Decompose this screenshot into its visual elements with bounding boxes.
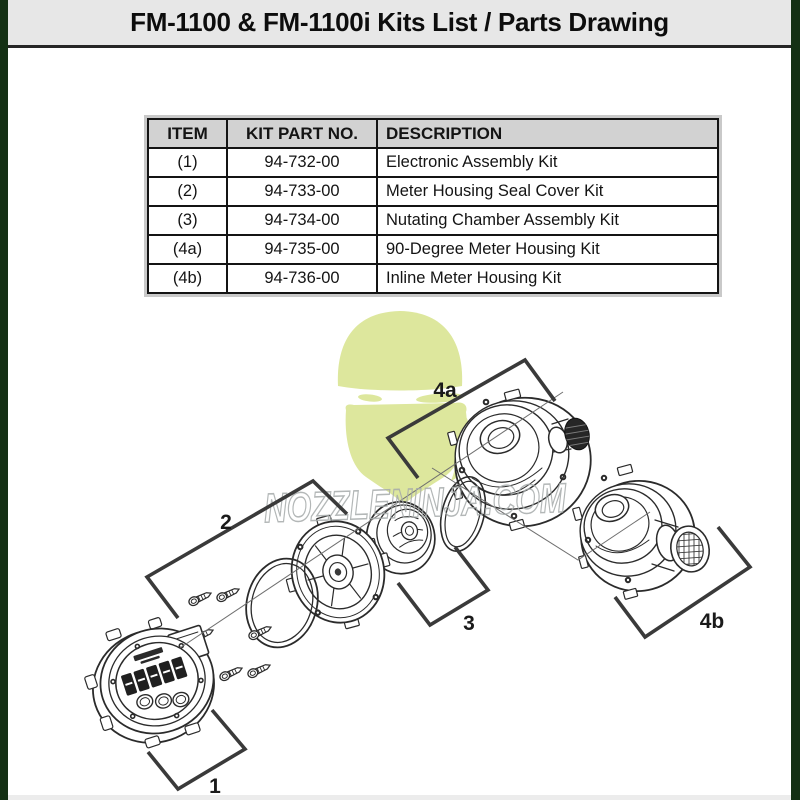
page-border-left <box>0 0 8 800</box>
cell-part-no: 94-734-00 <box>226 205 378 236</box>
callouts: 1 2 3 4a 4b <box>144 357 753 798</box>
col-header-description: DESCRIPTION <box>376 118 719 149</box>
watermark-ninja-mask <box>337 311 472 505</box>
bracket-2 <box>144 478 349 620</box>
cell-part-no: 94-736-00 <box>226 263 378 294</box>
page-border-bottom <box>8 795 791 800</box>
table-row: (4a) 94-735-00 90-Degree Meter Housing K… <box>147 234 719 265</box>
page-title: FM-1100 & FM-1100i Kits List / Parts Dra… <box>130 7 669 37</box>
threaded-port-4a <box>564 417 591 451</box>
table-header-row: ITEM KIT PART NO. DESCRIPTION <box>147 118 719 149</box>
col-header-item: ITEM <box>147 118 228 149</box>
table-row: (4b) 94-736-00 Inline Meter Housing Kit <box>147 263 719 294</box>
ninja-mask-lower <box>345 402 467 505</box>
cell-item: (2) <box>147 176 228 207</box>
callout-label-1: 1 <box>209 775 221 798</box>
col-header-kit-part-no: KIT PART NO. <box>226 118 378 149</box>
o-ring-small-drawing <box>439 475 487 553</box>
cell-description: Electronic Assembly Kit <box>376 147 719 178</box>
kits-table: ITEM KIT PART NO. DESCRIPTION (1) 94-732… <box>144 115 722 297</box>
callout-label-4a: 4a <box>433 379 457 402</box>
screw <box>248 626 273 641</box>
screw <box>188 592 213 607</box>
bracket-3 <box>396 545 491 628</box>
callout-label-3: 3 <box>463 612 475 635</box>
o-ring-large-drawing <box>245 557 319 649</box>
cell-part-no: 94-735-00 <box>226 234 378 265</box>
meter-logo <box>133 647 164 662</box>
seal-cover-drawing <box>285 514 391 630</box>
housing-inline-drawing <box>572 463 710 600</box>
cell-item: (4b) <box>147 263 228 294</box>
bracket-1 <box>146 708 248 792</box>
table-row: (1) 94-732-00 Electronic Assembly Kit <box>147 147 719 178</box>
bracket-4a <box>385 357 557 480</box>
page-border-right <box>791 0 800 800</box>
cell-item: (3) <box>147 205 228 236</box>
kits-table-grid: ITEM KIT PART NO. DESCRIPTION (1) 94-732… <box>147 118 719 294</box>
table-row: (3) 94-734-00 Nutating Chamber Assembly … <box>147 205 719 236</box>
electronic-assembly-drawing <box>84 617 215 749</box>
cell-part-no: 94-733-00 <box>226 176 378 207</box>
meter-buttons <box>136 691 190 710</box>
cell-description: 90-Degree Meter Housing Kit <box>376 234 719 265</box>
table-row: (2) 94-733-00 Meter Housing Seal Cover K… <box>147 176 719 207</box>
strainer-port-4b <box>670 525 710 573</box>
ninja-head <box>337 311 463 391</box>
title-band: FM-1100 & FM-1100i Kits List / Parts Dra… <box>8 0 791 48</box>
screw <box>219 667 244 682</box>
cell-description: Nutating Chamber Assembly Kit <box>376 205 719 236</box>
lcd-display <box>121 656 188 696</box>
screw <box>247 664 272 679</box>
axis-lines <box>179 391 651 649</box>
cell-part-no: 94-732-00 <box>226 147 378 178</box>
bracket-4b <box>613 525 753 640</box>
ninja-eye-left <box>358 394 382 402</box>
screws-drawing <box>188 588 273 682</box>
cell-description: Inline Meter Housing Kit <box>376 263 719 294</box>
callout-label-4b: 4b <box>700 610 725 633</box>
callout-label-2: 2 <box>220 511 232 534</box>
housing-90-degree-drawing <box>447 388 592 532</box>
cell-description: Meter Housing Seal Cover Kit <box>376 176 719 207</box>
screw <box>216 588 241 603</box>
cell-item: (1) <box>147 147 228 178</box>
cell-item: (4a) <box>147 234 228 265</box>
